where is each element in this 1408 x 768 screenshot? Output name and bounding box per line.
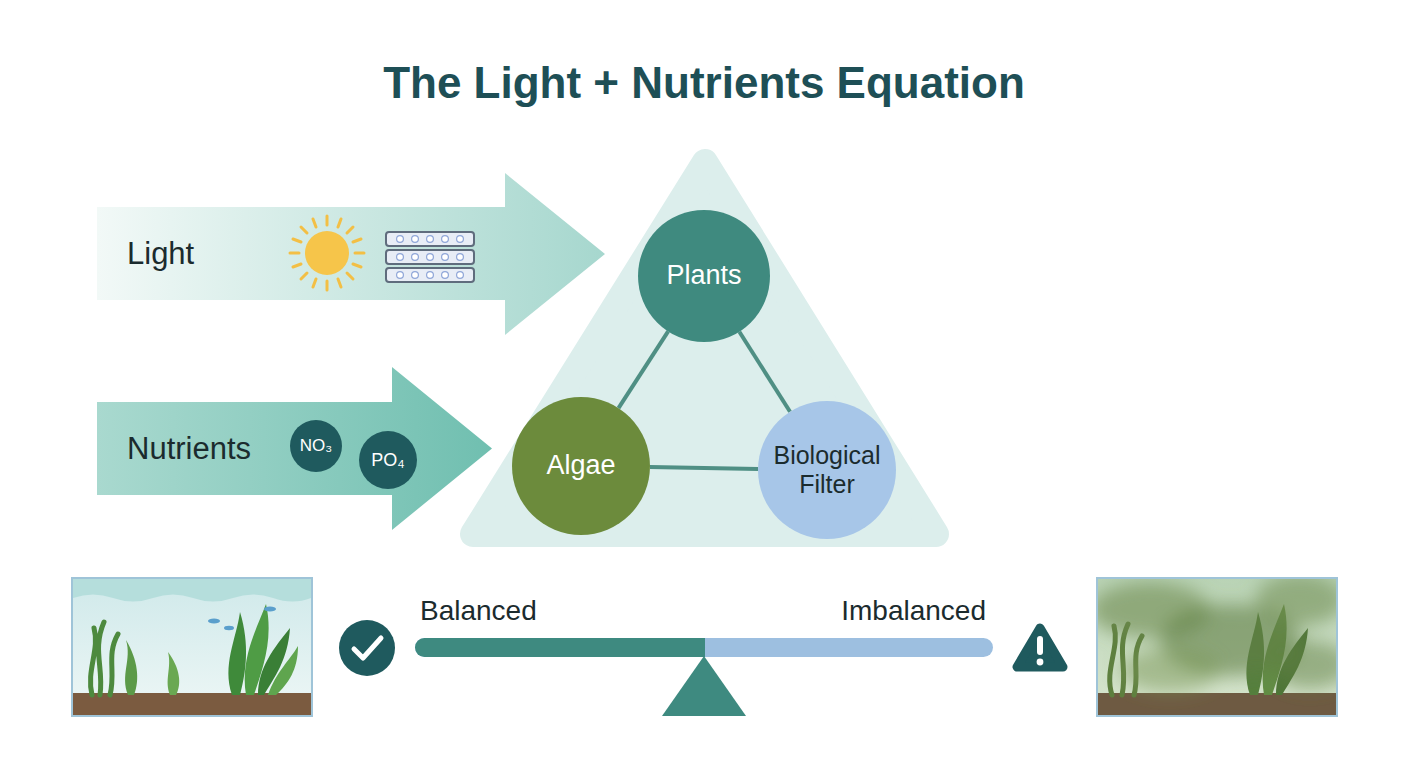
imbalanced-tank <box>1090 574 1350 716</box>
state-label: Imbalanced <box>841 595 986 627</box>
water-surface <box>73 579 311 602</box>
node-label: Light <box>127 236 194 272</box>
fish <box>224 626 234 630</box>
node-label: Algae <box>518 397 644 535</box>
nutrient-circle: PO₄ <box>359 431 417 489</box>
sun-rays <box>290 216 364 290</box>
state-label: Balanced <box>420 595 537 627</box>
seesaw <box>415 638 993 716</box>
plant-leaf <box>228 612 246 695</box>
light-arrow: Light <box>97 173 607 335</box>
led-light-icon <box>386 232 474 282</box>
node-label: PO₄ <box>365 431 411 489</box>
fish <box>208 618 220 623</box>
check-disc <box>339 620 395 676</box>
connector-line <box>618 331 668 408</box>
check-icon <box>339 620 395 676</box>
warning-bar <box>1037 636 1043 655</box>
led-dots <box>397 236 464 279</box>
circle-fill <box>359 431 417 489</box>
warning-icon <box>1017 628 1063 667</box>
node-label: Plants <box>644 210 764 342</box>
warning-dot <box>1037 659 1044 666</box>
arrow-band <box>97 173 605 335</box>
connector-line <box>650 467 758 469</box>
algae-cloud <box>1120 648 1220 692</box>
plant-leaf <box>125 640 137 695</box>
plants-circle: Plants <box>638 210 770 342</box>
node-label: Biological Filter <box>764 401 890 539</box>
node-label: NO₃ <box>296 420 336 472</box>
sun-icon <box>290 216 364 290</box>
circle-fill <box>638 210 770 342</box>
nutrients-arrow: Nutrients NO₃ PO₄ <box>97 367 494 530</box>
algae-cloud <box>1255 579 1336 626</box>
seesaw-fulcrum <box>662 656 746 716</box>
seesaw-bar <box>415 638 993 657</box>
algae-circle: Algae <box>512 397 650 535</box>
nutrient-circle: NO₃ <box>290 420 342 472</box>
plant-leaf <box>168 652 180 695</box>
seesaw-bar-left <box>415 638 705 657</box>
seesaw-bar-join <box>690 638 705 657</box>
check-mark <box>354 638 381 658</box>
plant-stems <box>90 622 118 695</box>
algae-bloom <box>1098 579 1336 692</box>
diagram-title: The Light + Nutrients Equation <box>0 58 1408 108</box>
sun-disc <box>305 231 349 275</box>
node-label: Nutrients <box>127 431 251 467</box>
circle-fill <box>758 401 896 539</box>
warning-triangle <box>1017 628 1063 667</box>
plant-leaf <box>268 646 298 695</box>
algae-cloud <box>1270 641 1336 689</box>
circle-fill <box>512 397 650 535</box>
balanced-tank <box>72 578 312 716</box>
circle-fill <box>290 420 342 472</box>
filter-circle: Biological Filter <box>758 401 896 539</box>
connector-line <box>739 332 790 412</box>
led-bar <box>386 232 474 282</box>
tank-glass <box>72 578 312 716</box>
fish <box>264 606 276 611</box>
arrow-band <box>97 367 492 530</box>
